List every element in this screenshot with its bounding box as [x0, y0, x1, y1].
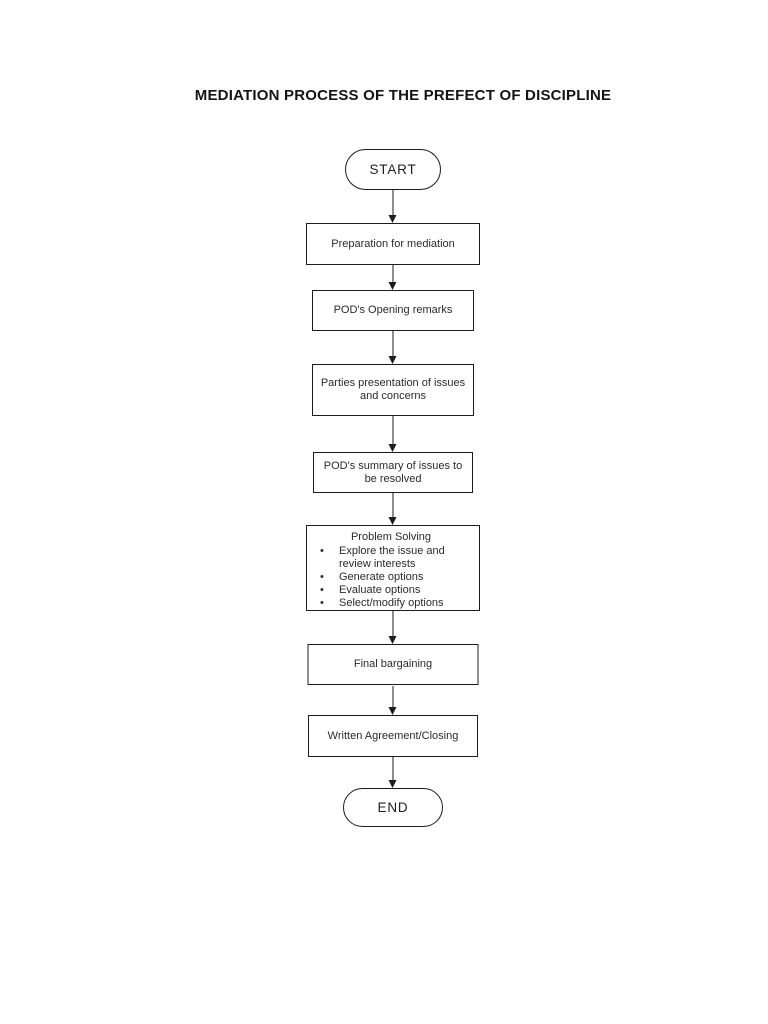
- flow-arrow: [388, 611, 398, 644]
- step-label: POD's Opening remarks: [333, 304, 453, 316]
- flow-arrow: [388, 416, 398, 452]
- flow-arrow: [388, 190, 398, 223]
- bullet-text: Evaluate options: [339, 584, 421, 596]
- flow-step-opening-remarks: POD's Opening remarks: [312, 290, 474, 331]
- flow-step-preparation: Preparation for mediation: [306, 223, 480, 265]
- step-label: Parties presentation of issues and conce…: [320, 377, 466, 402]
- flow-arrow: [388, 757, 398, 788]
- end-label: END: [377, 800, 409, 815]
- flow-end-terminal: END: [343, 788, 443, 827]
- step-label: Final bargaining: [353, 658, 433, 670]
- problem-solving-bullet: • Explore the issue and review interests: [307, 545, 475, 571]
- step-label: Preparation for mediation: [331, 237, 455, 250]
- start-label: START: [369, 162, 417, 177]
- problem-solving-bullet: • Evaluate options: [307, 584, 475, 597]
- flow-arrow: [388, 331, 398, 364]
- page-title: MEDIATION PROCESS OF THE PREFECT OF DISC…: [194, 87, 612, 104]
- problem-solving-bullet: • Generate options: [307, 571, 475, 584]
- problem-solving-bullet: • Select/modify options: [307, 597, 475, 610]
- bullet-icon: •: [320, 545, 324, 557]
- bullet-text: Select/modify options: [339, 597, 444, 609]
- flow-start-terminal: START: [345, 149, 441, 190]
- bullet-icon: •: [320, 571, 324, 583]
- problem-solving-heading: Problem Solving: [350, 531, 432, 543]
- flow-arrow: [388, 686, 398, 715]
- flow-step-written-agreement: Written Agreement/Closing: [308, 715, 478, 757]
- flow-arrow: [388, 493, 398, 525]
- flow-step-pod-summary: POD's summary of issues to be resolved: [313, 452, 473, 493]
- bullet-text: Generate options: [339, 571, 424, 583]
- bullet-text: Explore the issue and review interests: [339, 545, 445, 570]
- flow-step-final-bargaining: Final bargaining: [307, 644, 479, 685]
- flow-step-parties-presentation: Parties presentation of issues and conce…: [312, 364, 474, 416]
- bullet-icon: •: [320, 584, 324, 596]
- bullet-icon: •: [320, 597, 324, 609]
- step-label: POD's summary of issues to be resolved: [323, 459, 463, 485]
- step-label: Written Agreement/Closing: [327, 729, 459, 742]
- flow-arrow: [388, 265, 398, 290]
- flow-step-problem-solving: Problem Solving • Explore the issue and …: [306, 525, 480, 611]
